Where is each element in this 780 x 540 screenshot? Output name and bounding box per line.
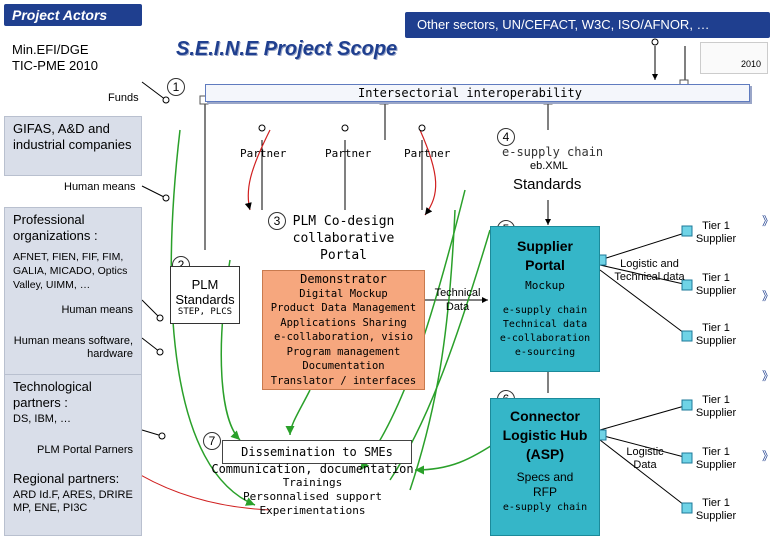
applications-sharing-label: Applications Sharing	[280, 316, 407, 329]
minefi-label: Min.EFI/DGE TIC-PME 2010	[12, 42, 98, 73]
plm-standards-box: PLM Standards STEP, PLCS	[170, 266, 240, 324]
tier-supplier-1: Tier 1 Supplier	[695, 220, 737, 245]
technical-data-5-label: Technical data	[502, 319, 588, 330]
step-plcs-label: STEP, PLCS	[177, 307, 233, 317]
plm-portal-parners-label: PLM Portal Parners	[37, 444, 133, 456]
dissemination-title: Dissemination to SMEs	[241, 445, 393, 459]
program-management-label: Program management	[286, 345, 401, 358]
ecollaboration-label: e-collaboration	[499, 333, 591, 344]
standards-2-label: Standards	[175, 292, 235, 307]
demonstrator-label: Demonstrator	[300, 272, 387, 286]
plm-codesign-portal-box	[262, 270, 425, 390]
hub-esupply-label: e-supply chain	[502, 502, 588, 513]
partner-label-2: Partner	[325, 147, 372, 160]
professional-box: Professional organizations : AFNET, FIEN…	[4, 207, 142, 382]
esupply-chain-label-top: e-supply chain	[502, 145, 604, 159]
gifas-box: GIFAS, A&D and industrial companies	[4, 116, 142, 176]
plm-label: PLM	[191, 277, 219, 292]
logistic-technical-label: Logistic and Technical data	[614, 258, 685, 283]
tier-supplier-5: Tier 1 Supplier	[695, 446, 737, 471]
supplier-lines: e-supply chain Technical data e-collabor…	[491, 304, 599, 360]
tier-supplier-3: Tier 1 Supplier	[695, 322, 737, 347]
other-sectors-banner: Other sectors, UN/CEFACT, W3C, ISO/AFNOR…	[405, 12, 770, 38]
svg-text:》: 》	[762, 289, 774, 303]
digital-mockup-label: Digital Mockup	[299, 287, 388, 300]
plm-codesign-lines: Demonstrator Digital Mockup Product Data…	[262, 272, 425, 388]
personnalised-support-label: Personnalised support	[242, 490, 383, 503]
dissemination-box: Dissemination to SMEs	[222, 440, 412, 464]
technological-label: Technological partners :	[13, 379, 92, 410]
regional-label: Regional partners:	[13, 471, 120, 486]
step-3-badge: 3	[268, 212, 286, 230]
mockup-label: Mockup	[525, 279, 565, 292]
step-1-badge: 1	[167, 78, 185, 96]
professional-label: Professional organizations :	[13, 212, 98, 243]
interoperability-bar: Intersectorial interoperability	[205, 84, 750, 102]
plm-codesign-title: PLM Co-design collaborative Portal	[292, 214, 395, 263]
partner-label-1: Partner	[240, 147, 287, 160]
seine-logo: 2010	[700, 42, 768, 74]
tier-supplier-6: Tier 1 Supplier	[695, 497, 737, 522]
svg-text:》: 》	[762, 214, 774, 228]
scope-title: S.E.I.N.E Project Scope	[176, 38, 398, 60]
trainings-label: Trainings	[282, 476, 343, 489]
supplier-portal-title: Supplier Portal	[516, 238, 573, 273]
technological-box: Technological partners : DS, IBM, … PLM …	[4, 374, 142, 536]
esourcing-label: e-sourcing	[514, 347, 576, 358]
svg-text:》: 》	[762, 449, 774, 463]
connector-hub-title: Connector Logistic Hub (ASP)	[502, 408, 588, 462]
gifas-label: GIFAS, A&D and industrial companies	[13, 121, 132, 152]
communication-label: Communication, documentation	[211, 462, 414, 476]
translator-label: Translator / interfaces	[270, 374, 417, 387]
standards-4-label: Standards	[513, 176, 582, 193]
funds-label: Funds	[108, 92, 139, 104]
human-means-label-2: Human means	[61, 304, 133, 316]
human-means-software-label: Human means software, hardware	[13, 335, 133, 360]
dissemination-lines: Communication, documentation Trainings P…	[205, 462, 420, 518]
project-actors-header: Project Actors	[4, 4, 142, 26]
professional-list: AFNET, FIEN, FIF, FIM, GALIA, MICADO, Op…	[13, 251, 128, 291]
experimentations-label: Experimentations	[259, 504, 366, 517]
partner-label-3: Partner	[404, 147, 451, 160]
supplier-portal-box: Supplier Portal Mockup e-supply chain Te…	[490, 226, 600, 372]
regional-list: ARD Id.F, ARES, DRIRE MP, ENE, PI3C	[13, 489, 133, 514]
tier-supplier-2: Tier 1 Supplier	[695, 272, 737, 297]
tier-supplier-4: Tier 1 Supplier	[695, 394, 737, 419]
specs-rfp-label: Specs and RFP	[516, 470, 574, 499]
ecollab-visio-label: e-collaboration, visio	[273, 331, 414, 343]
interoperability-label: Intersectorial interoperability	[358, 86, 582, 100]
svg-text:》: 》	[762, 369, 774, 383]
logo-text: 2010	[740, 59, 761, 69]
ebxml-label: eb.XML	[530, 160, 568, 172]
other-sectors-label: Other sectors, UN/CEFACT, W3C, ISO/AFNOR…	[417, 17, 710, 32]
step-7-badge: 7	[203, 432, 221, 450]
logistic-data-label: Logistic Data	[626, 446, 664, 471]
human-means-label-1: Human means	[64, 181, 136, 193]
esupply-chain-label: e-supply chain	[502, 305, 588, 316]
technological-list: DS, IBM, …	[13, 413, 72, 425]
pdm-label: Product Data Management	[270, 302, 417, 314]
technical-data-label: Technical Data	[434, 287, 481, 313]
documentation-label: Documentation	[302, 360, 385, 372]
step-4-badge: 4	[497, 128, 515, 146]
connector-hub-box: Connector Logistic Hub (ASP) Specs and R…	[490, 398, 600, 536]
